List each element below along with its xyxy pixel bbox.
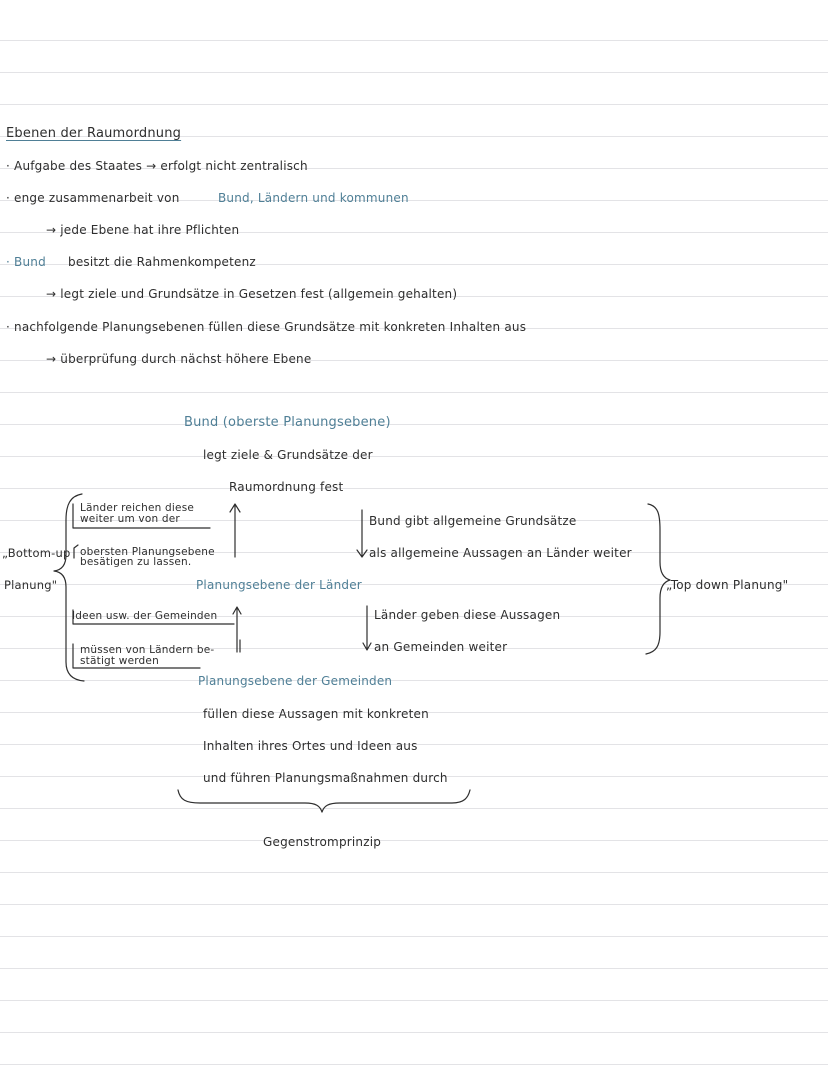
bottom-brace-icon	[177, 789, 471, 813]
left-note-upper-a: Länder reichen diese	[80, 502, 195, 514]
principle-label: Gegenstromprinzip	[263, 835, 382, 849]
right-note-upper-b: als allgemeine Aussagen an Länder weiter	[369, 546, 632, 560]
note-line-4a: · Bund	[6, 255, 46, 269]
left-note-lower-a: Ideen usw. der Gemeinden	[72, 610, 218, 622]
left-brace-icon	[53, 493, 85, 682]
right-brace-icon	[645, 503, 671, 655]
level-bund-desc-1: legt ziele & Grundsätze der	[203, 448, 373, 462]
left-note-upper-d: besätigen zu lassen.	[80, 556, 192, 568]
note-line-6: · nachfolgende Planungsebenen füllen die…	[6, 320, 527, 334]
note-line-5: → legt ziele und Grundsätze in Gesetzen …	[46, 287, 458, 301]
note-line-2a: · enge zusammenarbeit von	[6, 191, 180, 205]
note-line-7: → überprüfung durch nächst höhere Ebene	[46, 352, 312, 366]
left-note-lower-c: stätigt werden	[80, 655, 159, 667]
level-bund-title: Bund (oberste Planungsebene)	[184, 415, 391, 430]
note-line-1: · Aufgabe des Staates → erfolgt nicht ze…	[6, 159, 308, 173]
left-note-lower-b: müssen von Ländern be-	[80, 644, 215, 656]
level-gemeinden-title: Planungsebene der Gemeinden	[198, 674, 393, 688]
bottom-up-label-2: Planung"	[4, 578, 58, 592]
left-note-upper-c: obersten Planungsebene	[80, 546, 215, 558]
note-line-4b: besitzt die Rahmenkompetenz	[68, 255, 256, 269]
level-gemeinden-desc-3: und führen Planungsmaßnahmen durch	[203, 771, 448, 785]
page-title: Ebenen der Raumordnung	[6, 126, 182, 141]
bottom-up-label-1: „Bottom-up	[2, 546, 71, 560]
arrow-up-upper-icon	[229, 503, 241, 558]
arrow-up-lower-icon	[232, 606, 242, 653]
right-note-lower-a: Länder geben diese Aussagen	[374, 608, 561, 622]
right-note-upper-a: Bund gibt allgemeine Grundsätze	[369, 514, 577, 528]
level-gemeinden-desc-2: Inhalten ihres Ortes und Ideen aus	[203, 739, 418, 753]
note-line-2b: Bund, Ländern und kommunen	[218, 191, 409, 205]
right-note-lower-b: an Gemeinden weiter	[374, 640, 508, 654]
top-down-label: „Top down Planung"	[666, 578, 789, 592]
arrow-down-lower-icon	[362, 605, 372, 651]
level-gemeinden-desc-1: füllen diese Aussagen mit konkreten	[203, 707, 429, 721]
arrow-down-upper-icon	[356, 509, 368, 558]
level-laender-title: Planungsebene der Länder	[196, 578, 362, 592]
note-line-3: → jede Ebene hat ihre Pflichten	[46, 223, 240, 237]
left-note-upper-b: weiter um von der	[80, 513, 180, 525]
level-bund-desc-2: Raumordnung fest	[229, 480, 344, 494]
